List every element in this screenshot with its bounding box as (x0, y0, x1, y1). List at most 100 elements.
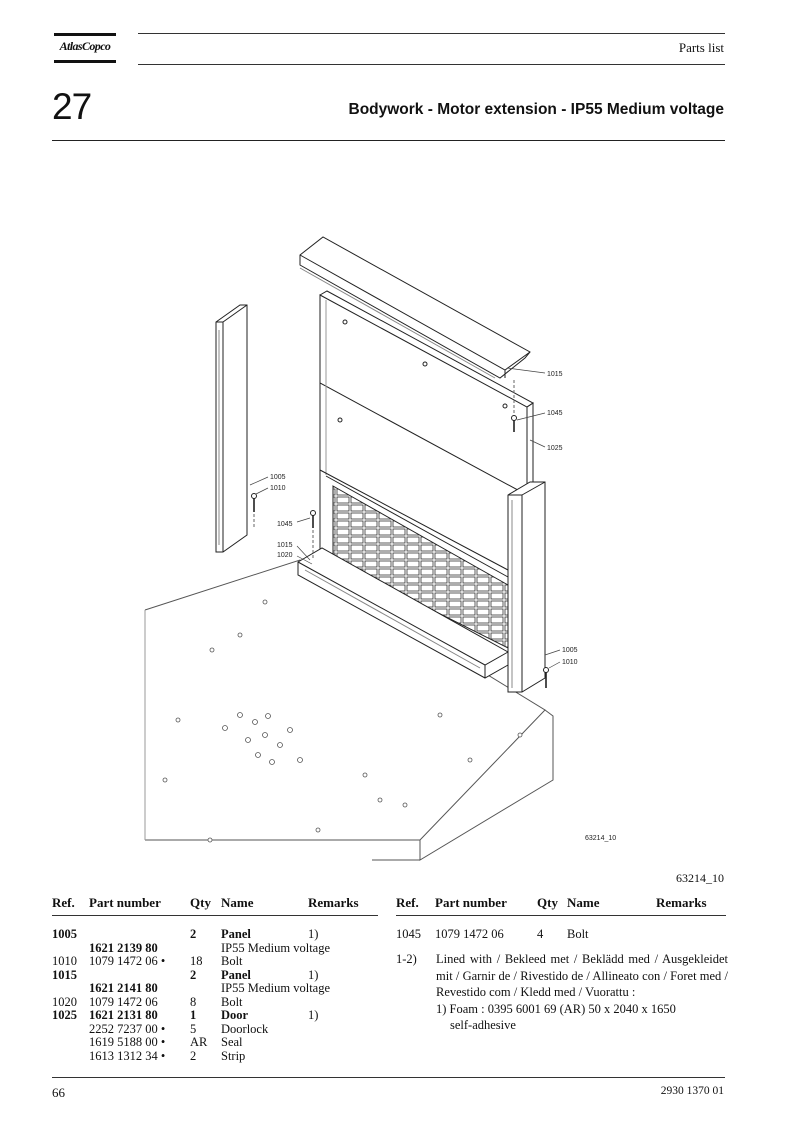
cell-remarks (308, 1023, 378, 1037)
cell-ref (52, 1023, 89, 1037)
cell-qty: 1 (190, 1008, 197, 1022)
exploded-view-drawing: 1015 1045 1025 1005 1010 1045 1015 1020 … (144, 236, 616, 861)
cell-ref (52, 982, 89, 996)
callout-1020: 1020 (277, 552, 293, 559)
cell-remarks (308, 996, 378, 1010)
col-ref: Ref. (52, 895, 89, 916)
foam-spec: 1) Foam : 0395 6001 69 (AR) 50 x 2040 x … (436, 1001, 676, 1016)
cell-name: Strip (221, 1048, 246, 1063)
note-text: Lined with / Bekleed met / Beklädd med /… (436, 952, 728, 999)
page-title: Bodywork - Motor extension - IP55 Medium… (348, 101, 725, 118)
cell-qty: 18 (190, 954, 203, 968)
cell-qty: 8 (190, 994, 197, 1009)
table-row: 1025 1621 2131 80 1 Door 1) (52, 1008, 378, 1023)
cell-qty (190, 942, 221, 956)
cell-ref (52, 942, 89, 956)
cell-ref: 1025 (52, 1008, 77, 1022)
table-row: 1015 2 Panel 1) (52, 967, 378, 983)
cell-name: Doorlock (221, 1021, 269, 1036)
callout-1015-top: 1015 (547, 371, 563, 378)
cell-name: Bolt (221, 954, 243, 968)
callout-1015-bottom: 1015 (277, 542, 293, 549)
cell-name: Panel (221, 927, 251, 941)
cell-remarks (308, 1036, 378, 1050)
table-row: 1020 1079 1472 06 8 Bolt (52, 994, 378, 1010)
cell-name: Panel (221, 967, 251, 982)
cell-part: 2252 7237 00 • (89, 1021, 166, 1036)
col-remarks: Remarks (656, 895, 726, 916)
cell-name: Seal (221, 1035, 243, 1049)
cell-name: Door (221, 1008, 249, 1022)
cell-part: 1079 1472 06 (435, 927, 504, 941)
cell-ref: 1010 (52, 954, 77, 968)
logo-top-bar (54, 33, 116, 36)
cell-part: 1613 1312 34 • (89, 1048, 166, 1063)
section-label: Parts list (678, 40, 724, 55)
col-name: Name (567, 895, 656, 916)
cell-qty (190, 982, 221, 996)
cell-ref (52, 1036, 89, 1050)
col-qty: Qty (190, 895, 221, 916)
cell-remarks (308, 1050, 378, 1064)
lining-notes: 1-2) Lined with / Bekleed met / Beklädd … (396, 951, 728, 1034)
cell-part: 1079 1472 06 (89, 994, 158, 1009)
header-top-rule (138, 33, 725, 34)
cell-qty: 4 (537, 927, 544, 941)
col-name: Name (221, 895, 308, 916)
cell-qty: 2 (190, 1048, 197, 1063)
table-row: 1621 2141 80 IP55 Medium voltage (52, 981, 378, 996)
figure-code: 63214_10 (676, 871, 724, 885)
title-rule (52, 140, 725, 141)
cell-name: Bolt (567, 927, 589, 941)
table-row: 1005 2 Panel 1) (52, 927, 378, 942)
cell-remarks: 1) (308, 927, 319, 941)
callout-1005-left: 1005 (270, 474, 286, 481)
note-number: 1-2) (396, 952, 417, 966)
cell-name: Bolt (221, 994, 243, 1009)
cell-remarks: 1) (308, 1008, 319, 1022)
cell-qty: 2 (190, 967, 197, 982)
table-header-row: Ref. Part number Qty Name Remarks (52, 895, 378, 916)
col-ref: Ref. (396, 895, 435, 916)
cell-remarks (656, 928, 726, 942)
col-part-number: Part number (435, 895, 537, 916)
header-bottom-rule (138, 64, 725, 65)
cell-ref (52, 1050, 89, 1064)
callout-1005-right: 1005 (562, 647, 578, 654)
atlas-copco-logo: AtlasCopco (54, 33, 116, 65)
cell-qty: 5 (190, 1021, 197, 1036)
parts-table-left: Ref. Part number Qty Name Remarks 1005 2… (52, 895, 378, 1063)
logo-text: AtlasCopco (59, 39, 111, 53)
table-row: 1619 5188 00 • AR Seal (52, 1035, 378, 1050)
cell-part (89, 928, 190, 942)
cell-part (89, 969, 190, 983)
cell-qty: 2 (190, 927, 197, 941)
chapter-number: 27 (52, 86, 92, 127)
callout-1010-left: 1010 (270, 485, 286, 492)
cell-ref: 1045 (396, 927, 421, 941)
col-qty: Qty (537, 895, 567, 916)
table-row: 1621 2139 80 IP55 Medium voltage (52, 940, 378, 956)
callout-1010-right: 1010 (562, 659, 578, 666)
cell-remarks (308, 955, 378, 969)
callout-1045-right: 1045 (547, 410, 563, 417)
col-remarks: Remarks (308, 895, 378, 916)
cell-part: 1079 1472 06 • (89, 954, 166, 968)
table-row: 1613 1312 34 • 2 Strip (52, 1048, 378, 1064)
table-row: 2252 7237 00 • 5 Doorlock (52, 1021, 378, 1037)
foam-spec-cont: self-adhesive (450, 1018, 516, 1032)
table-row: 1010 1079 1472 06 • 18 Bolt (52, 954, 378, 969)
cell-ref: 1005 (52, 927, 77, 941)
cell-name: IP55 Medium voltage (221, 940, 331, 955)
cell-part: 1621 2139 80 (89, 940, 158, 955)
cell-part: 1621 2131 80 (89, 1008, 158, 1022)
cell-name: IP55 Medium voltage (221, 981, 331, 995)
callout-1025: 1025 (547, 445, 563, 452)
cell-qty: AR (190, 1035, 208, 1049)
callout-1045-left: 1045 (277, 521, 293, 528)
cell-part: 1619 5188 00 • (89, 1035, 166, 1049)
table-row: 1045 1079 1472 06 4 Bolt (396, 927, 726, 942)
footer-rule (52, 1077, 725, 1078)
cell-ref: 1020 (52, 994, 77, 1009)
page-number: 66 (52, 1085, 65, 1100)
